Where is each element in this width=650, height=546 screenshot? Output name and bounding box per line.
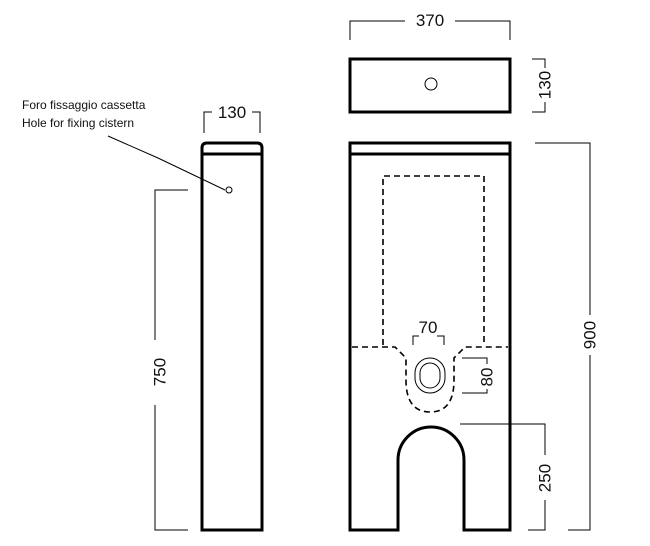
dim-total-height: 900 bbox=[535, 142, 599, 531]
side-view bbox=[200, 141, 264, 532]
pipe-hole-inner-icon bbox=[419, 362, 441, 389]
dim-side-height: 750 bbox=[150, 189, 188, 531]
dim-side-width: 130 bbox=[203, 103, 261, 133]
fixing-hole-icon bbox=[225, 186, 233, 194]
recess-hidden-outline bbox=[352, 346, 508, 413]
front-view-outline bbox=[348, 141, 512, 532]
dim-top-depth: 130 bbox=[532, 58, 554, 113]
dim-hole-height: 80 bbox=[462, 357, 496, 394]
top-hole-icon bbox=[424, 77, 438, 91]
dim-hole-width: 70 bbox=[412, 318, 445, 345]
note-line-italian: Foro fissaggio cassetta bbox=[22, 98, 146, 112]
pipe-hole-icon bbox=[414, 357, 446, 394]
dim-arch-height: 250 bbox=[460, 423, 554, 531]
dim-label-hole-height: 80 bbox=[477, 368, 496, 387]
dim-label-side-height: 750 bbox=[150, 358, 169, 386]
cistern-hidden-outline bbox=[382, 175, 485, 345]
dim-top-width: 370 bbox=[349, 11, 511, 40]
dim-label-hole-width: 70 bbox=[419, 318, 438, 337]
dim-label-total-height: 900 bbox=[580, 321, 599, 349]
dim-label-top-width: 370 bbox=[416, 11, 444, 30]
dim-label-top-depth: 130 bbox=[535, 71, 554, 99]
top-view bbox=[348, 57, 512, 114]
front-view bbox=[348, 141, 512, 532]
top-view-outline bbox=[348, 57, 512, 114]
dim-label-side-width: 130 bbox=[218, 103, 246, 122]
note-line-english: Hole for fixing cistern bbox=[22, 116, 134, 130]
dim-label-arch-height: 250 bbox=[535, 464, 554, 492]
side-view-outline bbox=[200, 141, 264, 532]
